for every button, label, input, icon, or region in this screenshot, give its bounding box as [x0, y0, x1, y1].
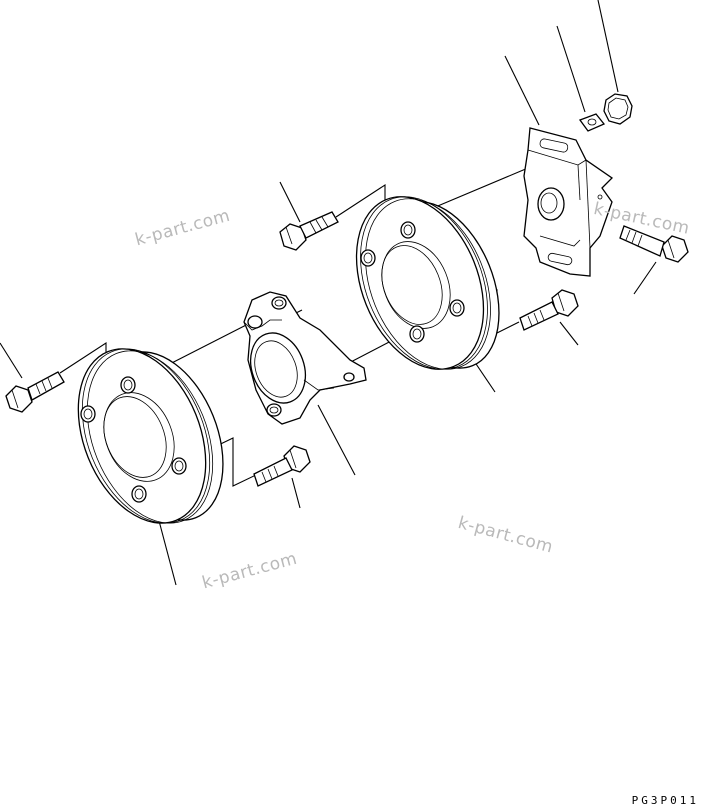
hex-bolt-lower-right — [519, 289, 579, 331]
hex-bolt-right — [619, 225, 689, 263]
mounting-bracket — [523, 127, 614, 277]
hex-bolt-center — [253, 445, 311, 487]
leader-lines — [0, 0, 657, 586]
bearing-housing — [243, 291, 367, 425]
hex-bolt-upper — [279, 211, 339, 251]
drawing-code-label: PG3P011 — [631, 794, 699, 807]
hex-nut — [603, 93, 633, 125]
left-flange — [77, 348, 224, 524]
washer — [578, 113, 606, 132]
hex-bolt-left — [5, 371, 65, 413]
right-flange — [355, 196, 500, 370]
